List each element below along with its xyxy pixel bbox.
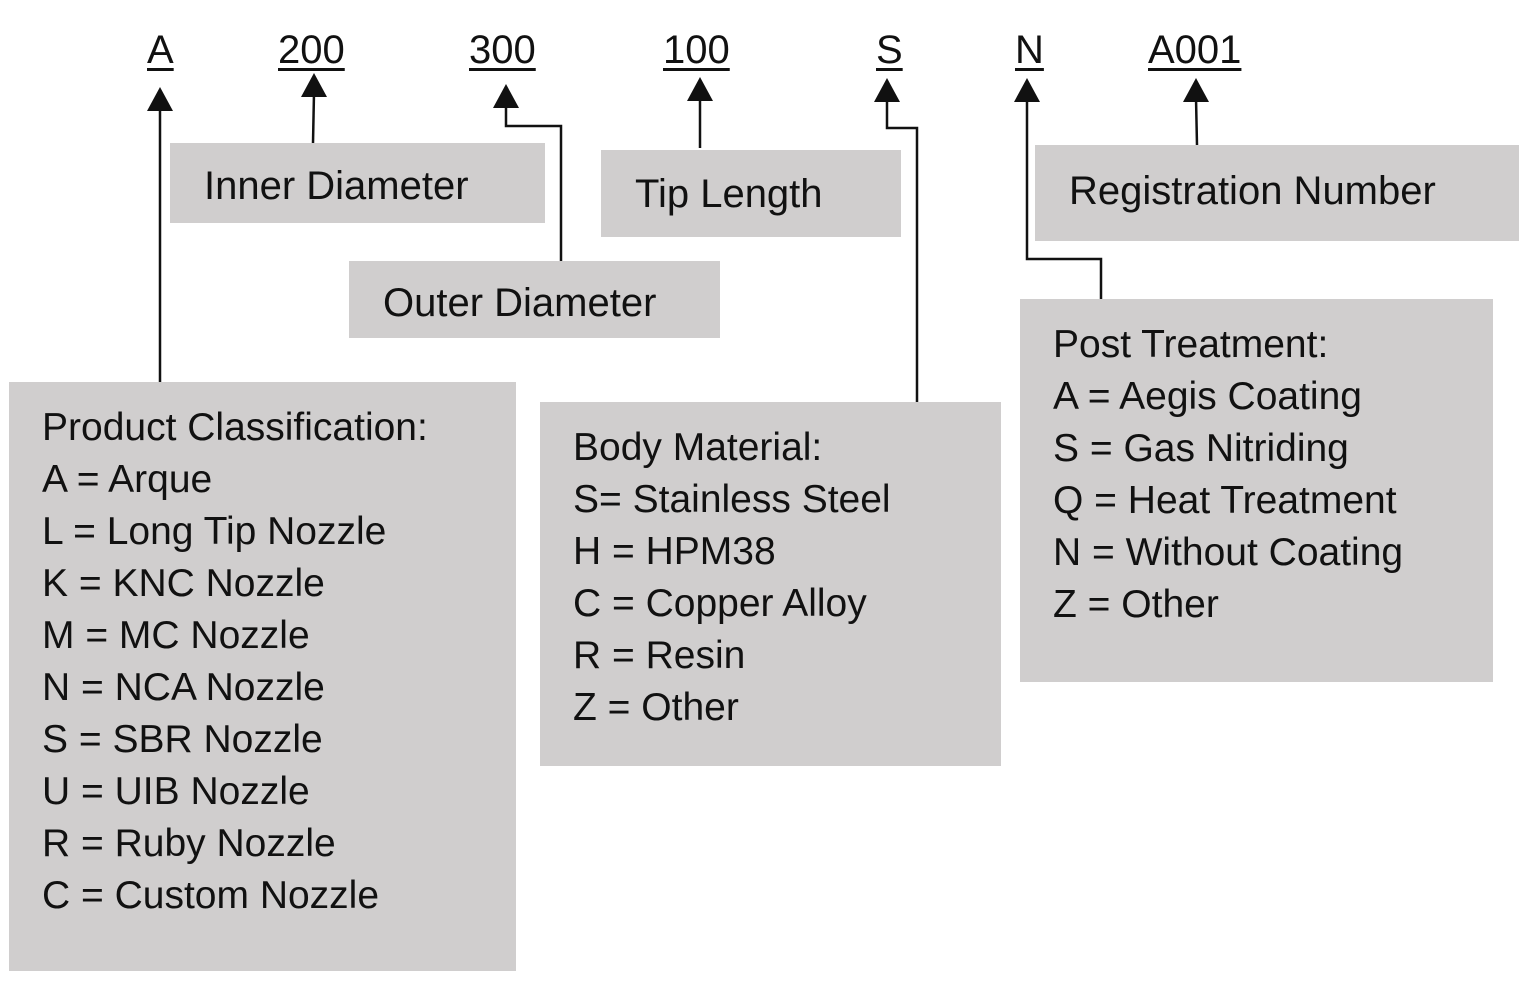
- connector-body-material: [885, 96, 919, 402]
- code-post-treatment: N: [1015, 28, 1044, 72]
- list-item: L = Long Tip Nozzle: [42, 510, 387, 553]
- product-classification-list: A = Arque L = Long Tip Nozzle K = KNC No…: [42, 454, 516, 922]
- list-item: H = HPM38: [573, 530, 776, 573]
- registration-number-label: Registration Number: [1069, 169, 1436, 213]
- list-item: N = Without Coating: [1053, 531, 1404, 574]
- body-material-list: S= Stainless Steel H = HPM38 C = Copper …: [573, 474, 1001, 734]
- connector-post-treatment: [1025, 96, 1103, 299]
- connector-outer-diameter: [504, 104, 563, 261]
- list-item: S = SBR Nozzle: [42, 718, 323, 761]
- list-item: S= Stainless Steel: [573, 478, 891, 521]
- list-item: S = Gas Nitriding: [1053, 427, 1349, 470]
- list-item: Q = Heat Treatment: [1053, 479, 1397, 522]
- list-item: A = Arque: [42, 458, 213, 501]
- tip-length-box: Tip Length: [601, 150, 901, 237]
- list-item: C = Copper Alloy: [573, 582, 867, 625]
- arrowhead-body-material: [874, 78, 900, 102]
- list-item: A = Aegis Coating: [1053, 375, 1362, 418]
- body-material-box: Body Material: S= Stainless Steel H = HP…: [540, 402, 1001, 766]
- product-classification-title: Product Classification:: [42, 406, 428, 449]
- arrowhead-product-classification: [147, 87, 173, 111]
- connector-inner-diameter: [311, 92, 316, 144]
- list-item: K = KNC Nozzle: [42, 562, 325, 605]
- arrowhead-inner-diameter: [301, 73, 327, 97]
- registration-number-box: Registration Number: [1035, 145, 1519, 241]
- list-item: C = Custom Nozzle: [42, 874, 380, 917]
- arrowhead-tip-length: [687, 77, 713, 101]
- arrowhead-post-treatment: [1014, 78, 1040, 102]
- list-item: Z = Other: [573, 686, 739, 729]
- list-item: M = MC Nozzle: [42, 614, 310, 657]
- inner-diameter-box: Inner Diameter: [170, 143, 545, 223]
- post-treatment-box: Post Treatment: A = Aegis Coating S = Ga…: [1020, 299, 1493, 682]
- connector-registration-number: [1194, 97, 1199, 146]
- list-item: U = UIB Nozzle: [42, 770, 310, 813]
- outer-diameter-label: Outer Diameter: [383, 281, 657, 325]
- code-outer-diameter: 300: [469, 28, 536, 72]
- list-item: Z = Other: [1053, 583, 1219, 626]
- product-classification-box: Product Classification: A = Arque L = Lo…: [9, 382, 516, 971]
- post-treatment-list: A = Aegis Coating S = Gas Nitriding Q = …: [1053, 371, 1493, 631]
- code-registration-number: A001: [1148, 28, 1242, 72]
- arrowhead-outer-diameter: [493, 84, 519, 108]
- list-item: R = Ruby Nozzle: [42, 822, 336, 865]
- list-item: R = Resin: [573, 634, 746, 677]
- post-treatment-title: Post Treatment:: [1053, 323, 1329, 366]
- code-tip-length: 100: [663, 28, 730, 72]
- code-body-material: S: [876, 28, 903, 72]
- code-inner-diameter: 200: [278, 28, 345, 72]
- outer-diameter-box: Outer Diameter: [349, 261, 720, 338]
- body-material-title: Body Material:: [573, 426, 823, 469]
- arrowhead-registration-number: [1183, 78, 1209, 102]
- code-product-classification: A: [147, 28, 174, 72]
- list-item: N = NCA Nozzle: [42, 666, 325, 709]
- tip-length-label: Tip Length: [635, 172, 823, 216]
- inner-diameter-label: Inner Diameter: [204, 164, 469, 208]
